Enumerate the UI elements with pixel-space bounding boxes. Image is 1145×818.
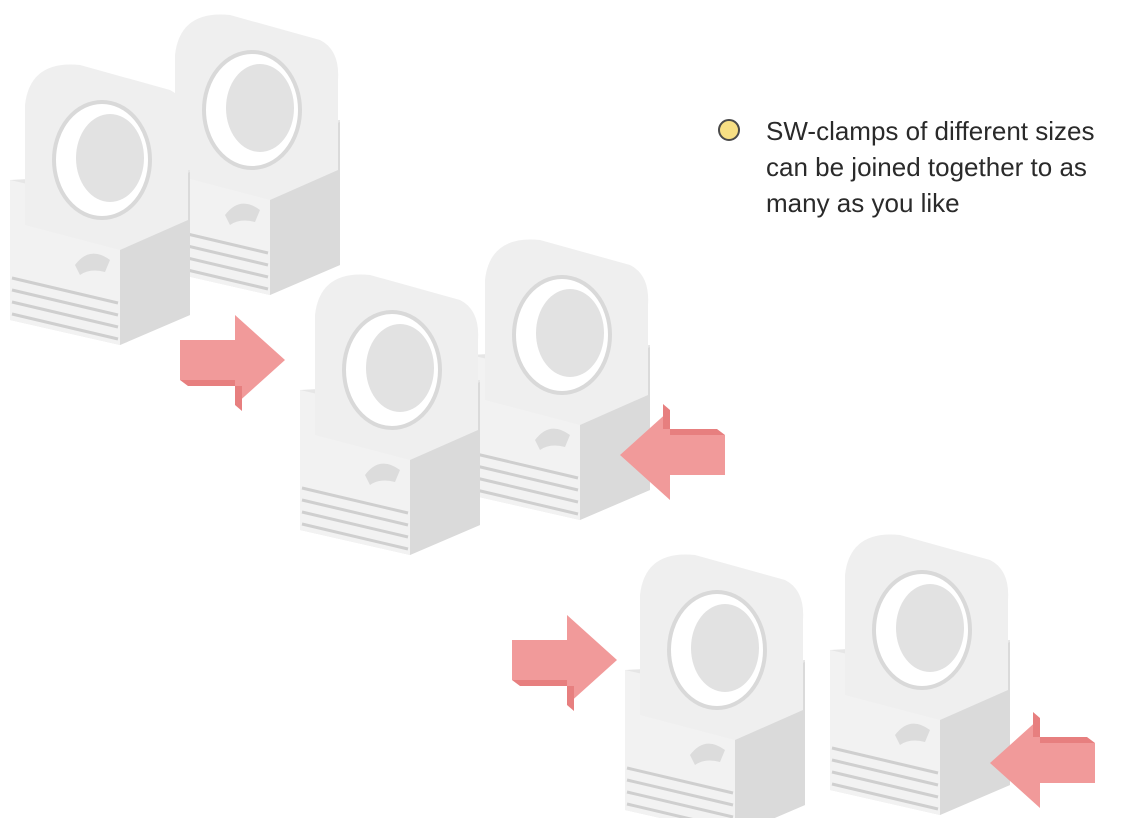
- clamp-row3-right: [830, 535, 1010, 816]
- clamp-row1-left: [10, 65, 190, 346]
- clamp-row2-left: [300, 275, 480, 556]
- bullet-icon: [718, 119, 740, 141]
- clamp-row2-right: [470, 240, 650, 521]
- push-arrow-icon: [180, 315, 285, 411]
- caption-text: SW-clamps of different sizes can be join…: [766, 113, 1143, 221]
- push-arrow-icon: [512, 615, 617, 711]
- clamp-row3-left: [625, 555, 805, 818]
